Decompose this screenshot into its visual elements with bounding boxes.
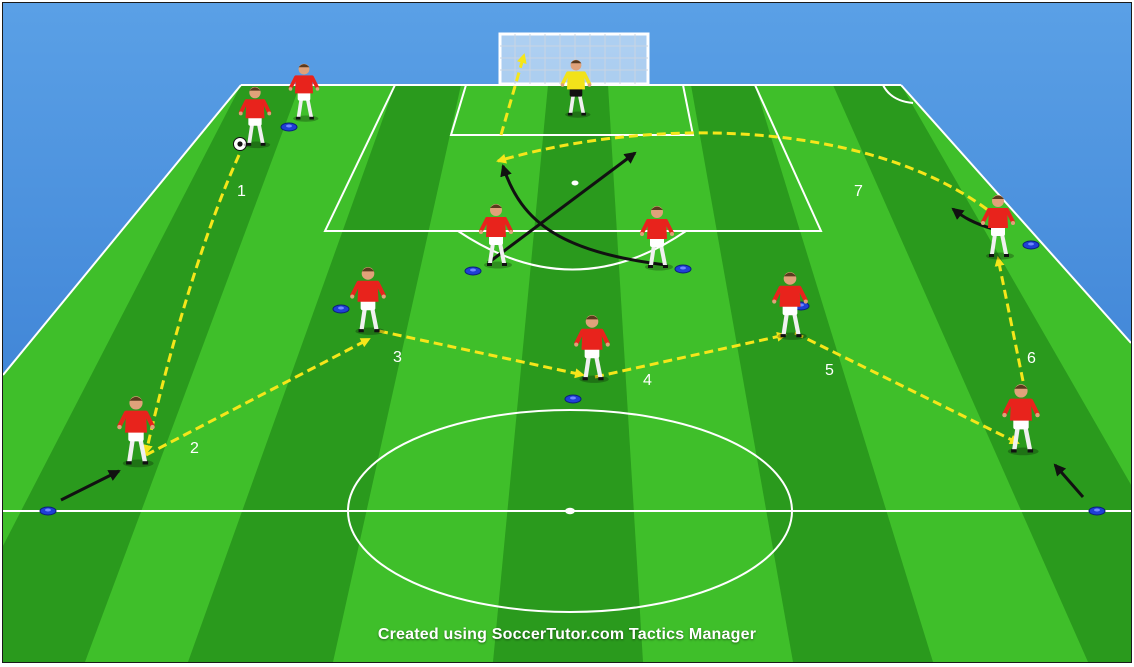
player-figure-icon — [479, 204, 513, 269]
player-figure-icon — [640, 206, 674, 271]
player-figure-icon — [238, 86, 272, 149]
player-figure-icon — [772, 272, 808, 340]
player-figure-icon — [1002, 384, 1040, 456]
goal-area — [449, 84, 695, 136]
run-arrow-cross-left — [500, 164, 668, 267]
pass-label-7: 7 — [854, 183, 863, 200]
pass-arrow-7 — [496, 131, 999, 220]
cone-icon — [1022, 240, 1040, 250]
goalkeeper-figure-icon — [560, 59, 592, 118]
cones — [39, 122, 1106, 516]
pass-label-6: 6 — [1027, 350, 1036, 367]
pass-arrow-3 — [378, 329, 585, 379]
pass-arrow-6 — [994, 256, 1025, 382]
left-touchline — [3, 84, 242, 376]
run-arrow-left — [60, 469, 121, 502]
movement-arrows — [60, 151, 1085, 502]
run-arrow-cross-right — [487, 151, 637, 265]
player-figure-icon — [350, 267, 386, 335]
cone-icon — [1088, 506, 1106, 516]
cone-icon — [39, 506, 57, 516]
pass-arrow-1 — [142, 154, 241, 455]
cone-icon — [464, 266, 482, 276]
pass-label-5: 5 — [825, 362, 834, 379]
player-figure-icon — [981, 195, 1015, 260]
player-figure-icon — [117, 396, 155, 468]
pass-label-2: 2 — [190, 440, 199, 457]
pass-label-1: 1 — [237, 183, 246, 200]
player-figure-icon — [574, 315, 610, 383]
players — [117, 59, 1040, 468]
player-figure-icon — [288, 63, 320, 122]
centre-spot — [565, 507, 575, 515]
cone-icon — [280, 122, 298, 132]
pass-arrow-4 — [594, 331, 787, 379]
centre-circle — [347, 409, 793, 613]
penalty-spot — [571, 180, 579, 186]
football-icon — [233, 137, 247, 151]
pitch — [3, 85, 1131, 662]
pass-number-labels: 1 2 3 4 5 6 7 — [190, 183, 1036, 457]
cone-icon — [564, 394, 582, 404]
corner-arc — [882, 84, 914, 104]
run-arrow-right — [1053, 463, 1085, 498]
penalty-area — [323, 84, 823, 232]
cone-icon — [332, 304, 350, 314]
pass-label-4: 4 — [643, 372, 652, 389]
footer-credit: Created using SoccerTutor.com Tactics Ma… — [377, 626, 757, 643]
cone-icon — [674, 264, 692, 274]
tactics-board: 1 2 3 4 5 6 7 — [3, 3, 1131, 662]
pass-label-3: 3 — [393, 349, 402, 366]
pass-arrows — [142, 53, 1025, 457]
penalty-arc — [457, 230, 687, 271]
right-touchline — [900, 84, 1131, 344]
